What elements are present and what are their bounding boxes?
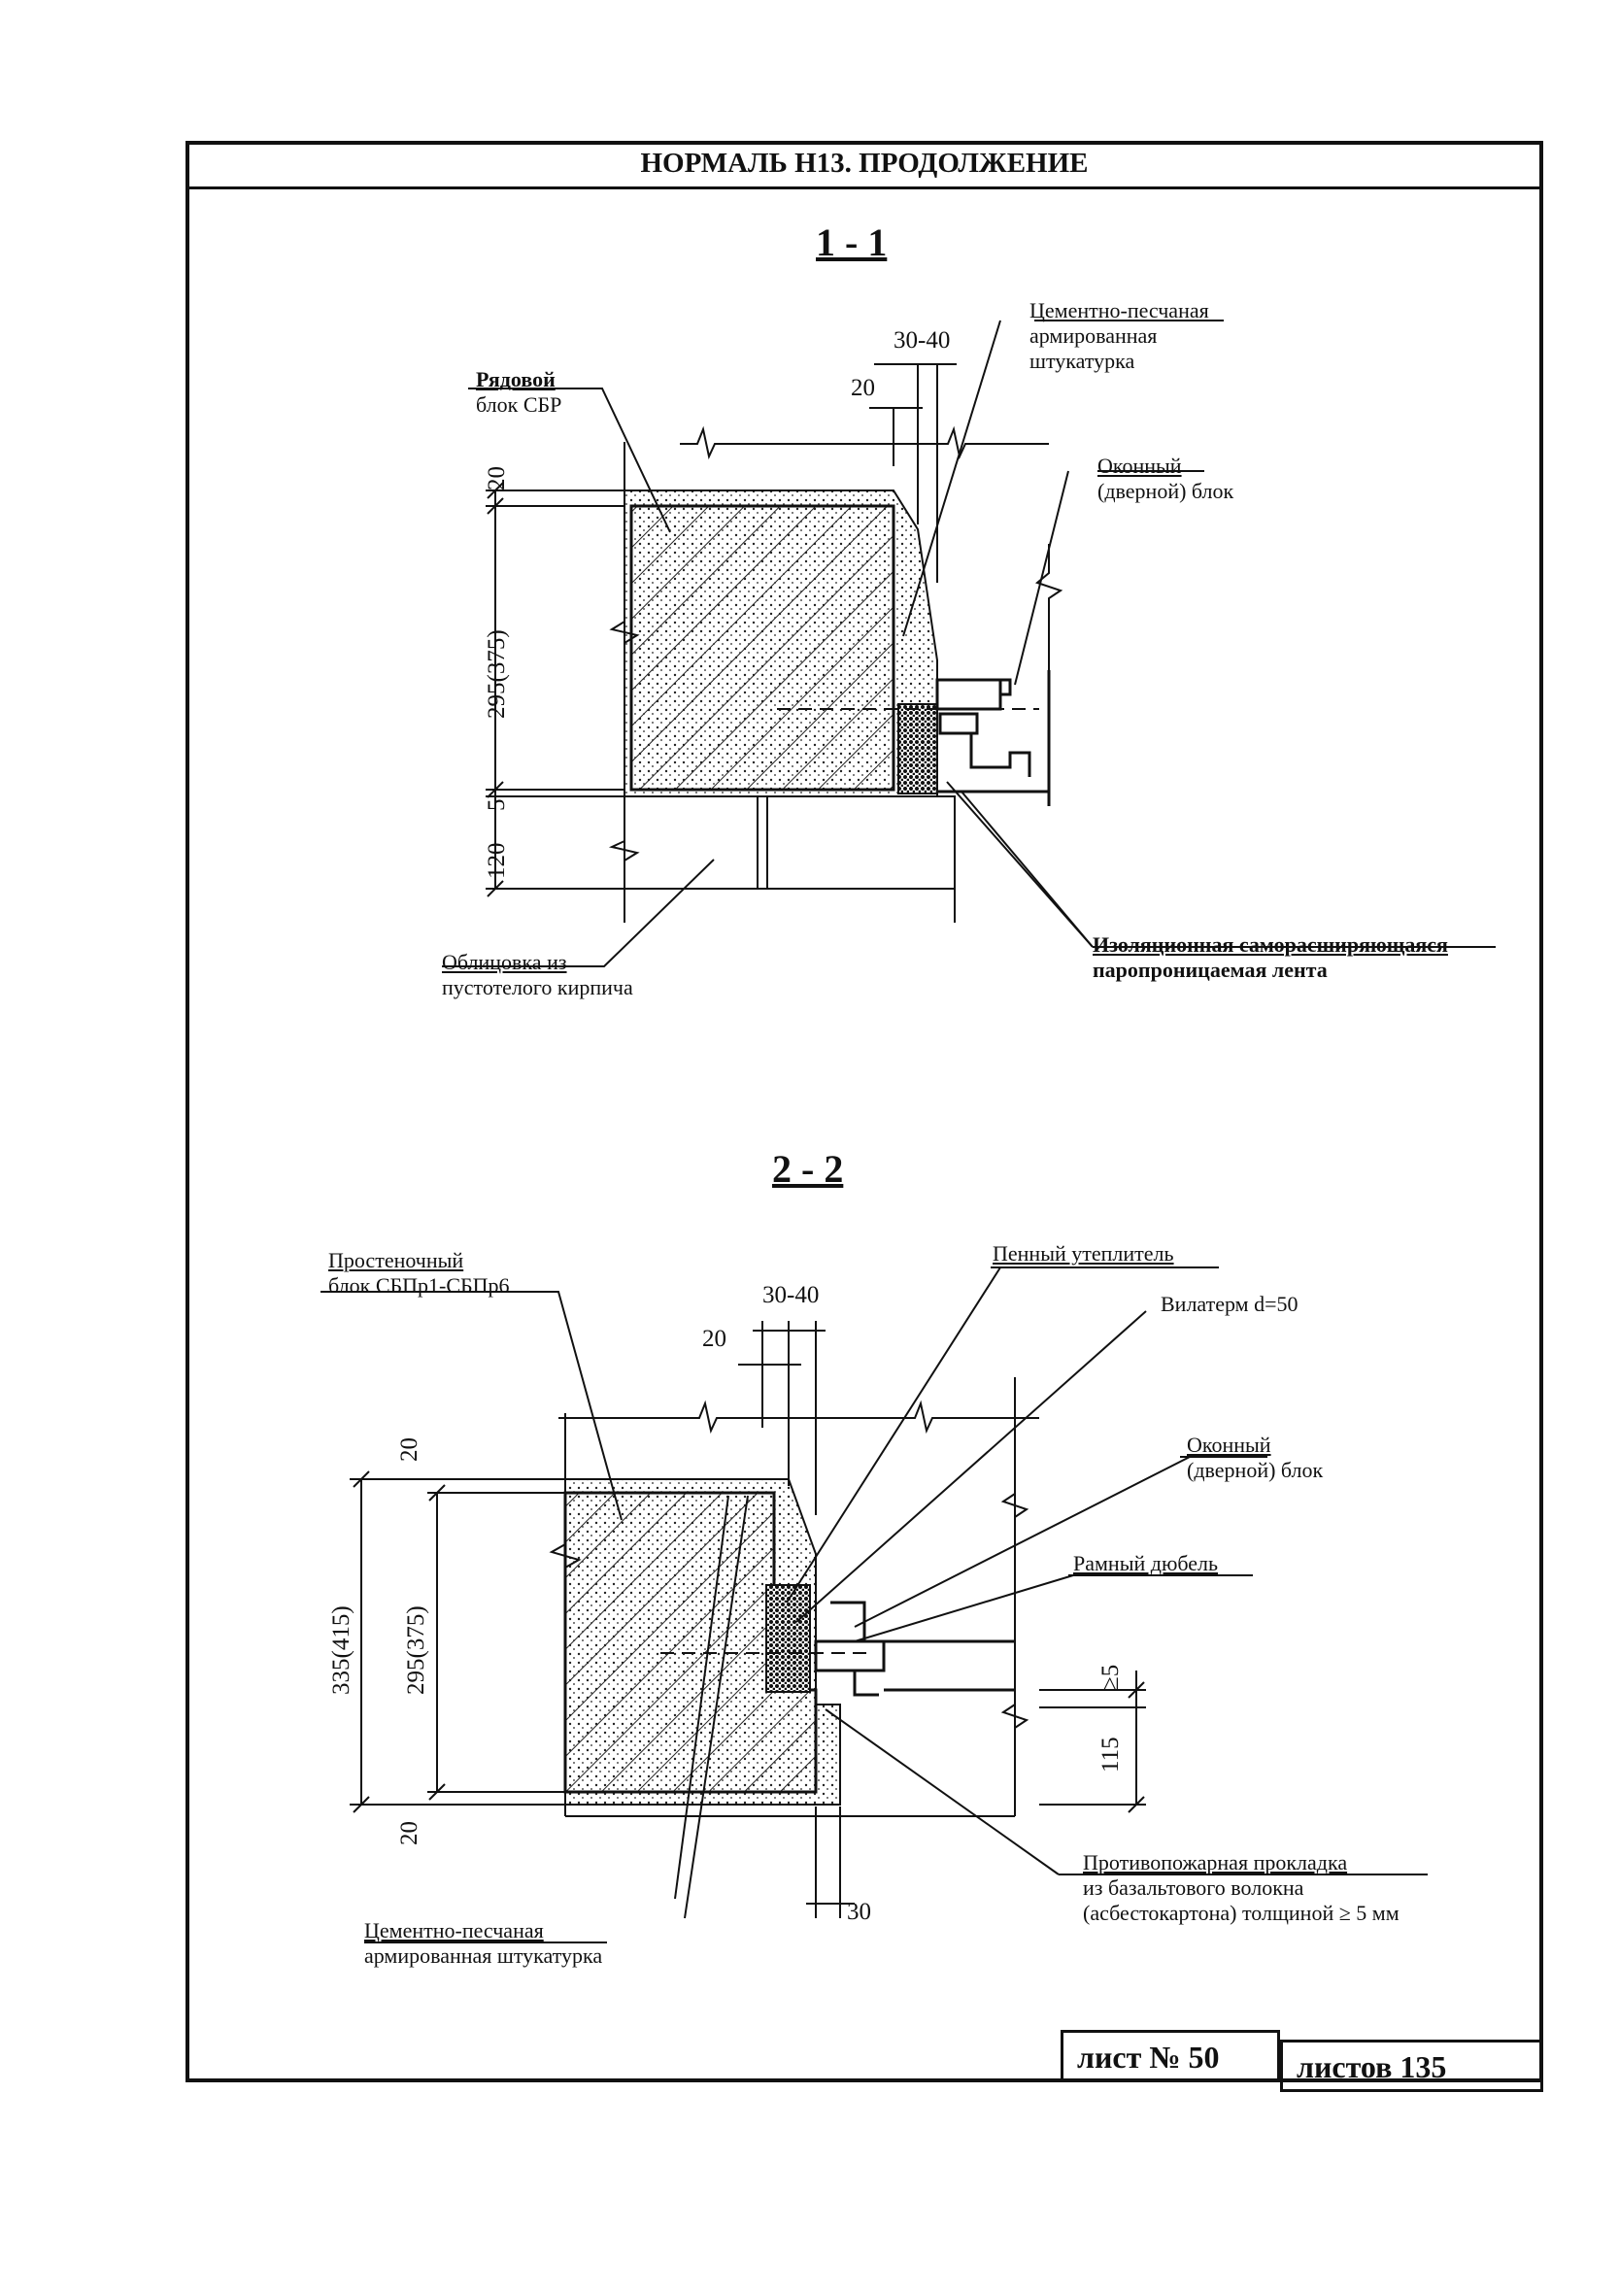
dim-295-s1: 295(375) [484, 629, 510, 719]
dim-120-s1: 120 [484, 842, 510, 880]
dim-30-40-s1: 30-40 [894, 327, 951, 354]
row-block-hatch [629, 504, 895, 792]
label-window-block-2: Оконный (дверной) блок [1187, 1433, 1324, 1482]
dim-20-s2-top: 20 [702, 1326, 726, 1352]
section-2-drawing [320, 1266, 1428, 1943]
dim-20-s2-top-left: 20 [396, 1437, 422, 1462]
page-title: НОРМАЛЬ Н13. ПРОДОЛЖЕНИЕ [186, 141, 1543, 189]
insulation-tape [897, 703, 938, 794]
label-insulation-tape: Изоляционная саморасширяющаяся паропрони… [1093, 932, 1448, 982]
label-fire-gasket: Противопожарная прокладка из базальтовог… [1083, 1850, 1400, 1925]
label-window-block-1: Оконный (дверной) блок [1097, 454, 1234, 503]
sheet-count: листов 135 [1280, 2040, 1543, 2092]
label-foam-insulation: Пенный утеплитель [993, 1241, 1174, 1266]
section-1-drawing [442, 320, 1496, 967]
drawing-frame [186, 141, 1543, 2082]
dim-gte5-s2: ≥5 [1097, 1664, 1124, 1690]
label-frame-dowel: Рамный дюбель [1073, 1551, 1219, 1575]
section-1-title: 1 - 1 [816, 220, 888, 264]
label-pier-block: Простеночный блок СБПр1-СБПр6 [328, 1248, 510, 1298]
dim-295-s2: 295(375) [403, 1605, 429, 1695]
dim-20-s1-top: 20 [851, 375, 875, 401]
label-row-block: Рядовой блок СБР [476, 367, 562, 417]
foam-insulation [765, 1584, 811, 1693]
section-2-title: 2 - 2 [772, 1147, 844, 1191]
dim-115-s2: 115 [1097, 1737, 1124, 1773]
label-vilaterm: Вилатерм d=50 [1161, 1292, 1299, 1316]
dim-20-s2-bottom: 20 [396, 1821, 422, 1845]
dim-335-s2: 335(415) [328, 1605, 354, 1695]
dim-20-s1-left: 20 [484, 466, 510, 490]
sheet-number: лист № 50 [1061, 2030, 1280, 2082]
label-plaster-2: Цементно-песчаная армированная штукатурк… [364, 1918, 603, 1968]
dim-30-s2: 30 [847, 1899, 871, 1925]
dim-5-s1: 5 [484, 798, 510, 812]
label-plaster-1: Цементно-песчаная армированная штукатурк… [1029, 298, 1209, 373]
dim-30-40-s2: 30-40 [762, 1282, 820, 1308]
label-cladding: Облицовка из пустотелого кирпича [442, 950, 633, 999]
